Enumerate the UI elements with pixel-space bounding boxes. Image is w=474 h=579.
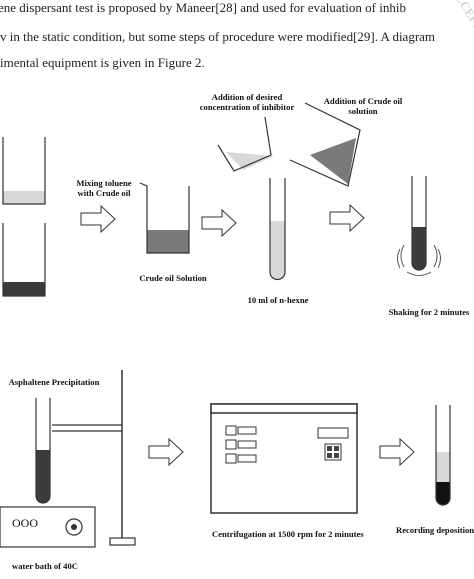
label-precipitation: Asphaltene Precipitation	[8, 377, 100, 387]
label-water-bath: water bath of 40C	[12, 561, 78, 571]
arrow-5	[379, 437, 415, 467]
arrow-1	[80, 204, 116, 234]
centrifuge	[210, 403, 358, 514]
arrow-2	[201, 208, 237, 238]
bath-display: OOO	[12, 516, 38, 530]
label-hexane: 10 ml of n-hexne	[247, 295, 309, 305]
paragraph-line-2: v in the static condition, but some step…	[0, 29, 436, 44]
test-tube-shaking	[397, 176, 441, 276]
paragraph-line-3: imental equipment is given in Figure 2.	[0, 55, 205, 70]
arrow-3	[329, 203, 365, 233]
label-addition-crude: Addition of Crude oil solution	[323, 96, 403, 116]
inhibitor-beaker	[217, 116, 274, 172]
label-centrifugation: Centrifugation at 1500 rpm for 2 minutes	[212, 529, 364, 539]
beaker-crude-solution	[139, 182, 190, 254]
beaker-toluene	[2, 137, 46, 205]
crude-solution-beaker	[289, 102, 361, 187]
label-shaking: Shaking for 2 minutes	[388, 307, 470, 317]
arrow-4	[148, 437, 184, 467]
test-tube-hexane	[269, 178, 286, 281]
label-recording: Recording deposition	[396, 525, 474, 535]
beaker-crude-oil	[2, 223, 46, 297]
test-tube-deposition	[435, 405, 451, 506]
shake-motion-lines	[397, 244, 441, 276]
solution-liquid	[147, 230, 189, 253]
stand-base	[109, 537, 136, 546]
water-bath-setup	[0, 370, 136, 548]
paragraph-line-1: ene dispersant test is proposed by Manee…	[0, 0, 406, 15]
label-crude-solution: Crude oil Solution	[139, 273, 207, 283]
crude-oil-liquid	[3, 282, 45, 296]
centrifuge-display	[317, 427, 349, 439]
label-mixing: Mixing toluene with Crude oil	[76, 178, 132, 198]
label-addition-inhibitor: Addition of desired concentration of inh…	[199, 92, 295, 112]
toluene-liquid	[3, 191, 45, 204]
bath-test-tube	[35, 398, 51, 504]
